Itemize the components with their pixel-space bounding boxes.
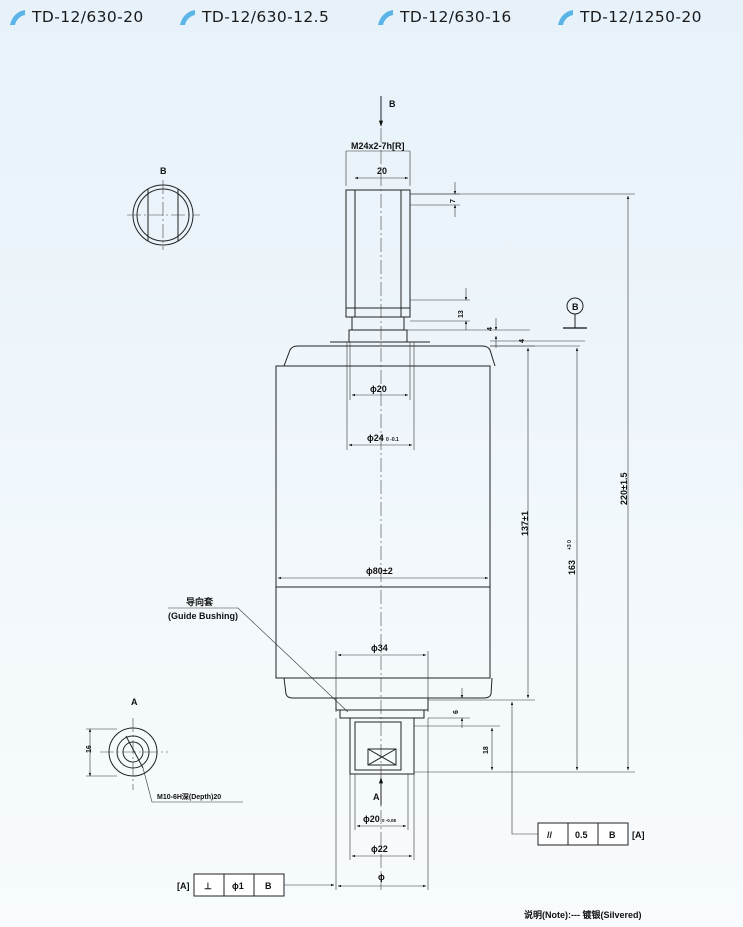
tolerance-datum: B <box>265 881 272 891</box>
tab-label: TD-12/630-12.5 <box>202 8 330 26</box>
dim-4-lower: 4 <box>519 339 526 343</box>
dim-phi20-lower: ϕ20 <box>363 814 380 824</box>
tab-swoosh-icon <box>180 10 195 25</box>
dim-phi24: ϕ24 <box>367 433 384 443</box>
dim-16: 16 <box>86 745 93 753</box>
tolerance-value: 0.5 <box>575 830 588 840</box>
datum-b: B <box>572 302 579 312</box>
dim-phi20: ϕ20 <box>370 384 387 394</box>
tab-swoosh-icon <box>378 10 393 25</box>
tolerance-ref: [A] <box>177 881 190 891</box>
tolerance-value: ϕ1 <box>232 881 244 891</box>
dim-6: 6 <box>453 710 460 714</box>
tab-label: TD-12/1250-20 <box>580 8 702 26</box>
dim-220: 220±1.5 <box>619 473 629 505</box>
tab-label: TD-12/630-16 <box>400 8 512 26</box>
view-b-title: B <box>160 166 167 176</box>
dim-13: 13 <box>458 310 465 318</box>
tab-swoosh-icon <box>558 10 573 25</box>
view-b-arrow-label: B <box>389 99 396 109</box>
tab-td-12-1250-20[interactable]: TD-12/1250-20 <box>556 6 702 28</box>
dim-4-upper: 4 <box>487 327 494 331</box>
model-tabs: TD-12/630-20 TD-12/630-12.5 TD-12/630-16… <box>0 0 743 34</box>
note: 说明(Note):--- 镀银(Silvered) <box>524 909 642 920</box>
tolerance-datum: B <box>609 830 616 840</box>
view-b-detail: B <box>127 166 200 250</box>
guide-bushing-cn: 导向套 <box>186 596 214 607</box>
tolerance-ref: [A] <box>632 830 645 840</box>
dim-20: 20 <box>377 166 387 176</box>
dim-phi24-tol: 0 -0.1 <box>386 437 399 443</box>
thread-label: M24x2-7h[R] <box>351 141 405 151</box>
tab-label: TD-12/630-20 <box>32 8 144 26</box>
dim-phi34: ϕ34 <box>371 643 388 653</box>
guide-bushing-en: (Guide Bushing) <box>168 611 238 621</box>
dim-7: 7 <box>450 199 457 203</box>
tolerance-frame-parallelism: // 0.5 B [A] <box>510 701 645 846</box>
dim-163-tol: +3 0 <box>567 540 573 550</box>
vacuum-interrupter-drawing: B M24x2-7h[R] 20 7 13 4 <box>168 96 635 890</box>
dim-163: 163 <box>567 560 577 575</box>
view-a-title: A <box>131 697 138 707</box>
tolerance-symbol: ⊥ <box>204 881 212 891</box>
tolerance-frame-perpendicularity: [A] ⊥ ϕ1 B <box>177 873 335 897</box>
dim-137: 137±1 <box>520 511 530 536</box>
tab-td-12-630-16[interactable]: TD-12/630-16 <box>376 6 512 28</box>
dim-phi22: ϕ22 <box>371 844 388 854</box>
section-a-label: A <box>373 792 380 802</box>
dim-18: 18 <box>483 746 490 754</box>
tab-td-12-630-12-5[interactable]: TD-12/630-12.5 <box>178 6 329 28</box>
thread-hole-label: M10-6H深(Depth)20 <box>157 792 221 801</box>
dim-phi80: ϕ80±2 <box>366 566 393 576</box>
dim-phi20-lower-tol: 0 -0.08 <box>382 818 397 823</box>
tolerance-symbol: // <box>547 830 553 840</box>
tab-td-12-630-20[interactable]: TD-12/630-20 <box>8 6 144 28</box>
section-a-detail: A 16 M10-6H深(Depth)20 <box>86 697 243 803</box>
dim-phi-bottom: ϕ <box>378 872 385 882</box>
tab-swoosh-icon <box>10 10 25 25</box>
